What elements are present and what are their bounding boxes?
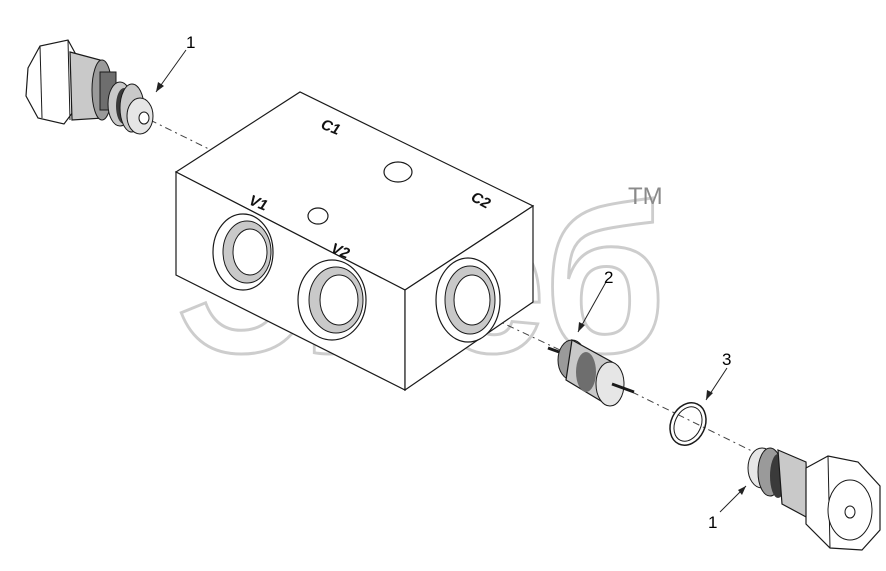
cartridge-bottom-right <box>747 447 881 551</box>
port-label-v2: V2 <box>329 240 353 263</box>
o-ring <box>669 402 707 446</box>
port-v1-bore <box>232 228 268 276</box>
port-c2-bore <box>453 274 491 326</box>
callout-label: 3 <box>722 350 731 369</box>
callout-label: 1 <box>708 513 717 532</box>
callouts: 1 2 3 1 <box>155 33 747 532</box>
port-label-v1: V1 <box>247 192 270 215</box>
callout-label: 2 <box>604 268 613 287</box>
trademark-mark: TM <box>628 183 663 210</box>
top-hole-small <box>307 207 329 225</box>
top-hole-large <box>383 161 413 183</box>
axis-line-bottom <box>631 391 761 456</box>
check-insert <box>547 339 635 407</box>
port-v2-bore <box>319 274 359 326</box>
axis-line-top <box>149 119 216 153</box>
callout-label: 1 <box>186 33 195 52</box>
port-label-c1: C1 <box>319 116 343 139</box>
axis-line-middle <box>491 317 561 351</box>
valve-body-block: C1 C2 V1 V2 <box>174 91 535 392</box>
cartridge-top-left <box>25 39 154 135</box>
